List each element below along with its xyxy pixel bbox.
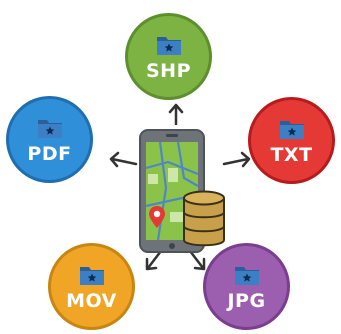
arrow-icon-up [168, 103, 184, 125]
arrow-icon-right [222, 151, 251, 168]
shp-format-bubble: SHP [125, 13, 212, 100]
mov-format-bubble: MOV [48, 243, 135, 330]
folder-star-icon [37, 119, 62, 138]
folder-star-icon [279, 120, 304, 139]
database-icon [183, 190, 225, 247]
arrow-icon-down-left [145, 249, 163, 271]
mov-label: MOV [66, 289, 117, 312]
smartphone-map-icon [138, 128, 230, 254]
folder-star-icon [79, 266, 104, 285]
arrow-icon-left [109, 151, 138, 168]
pdf-format-bubble: PDF [6, 96, 93, 183]
pdf-label: PDF [27, 142, 72, 165]
arrow-icon-down-right [188, 249, 206, 271]
jpg-format-bubble: JPG [203, 243, 290, 330]
txt-label: TXT [270, 143, 313, 166]
jpg-label: JPG [227, 289, 266, 312]
map-pin-icon [149, 206, 165, 228]
txt-format-bubble: TXT [248, 97, 335, 184]
folder-star-icon [156, 36, 181, 55]
shp-label: SHP [145, 59, 191, 82]
folder-star-icon [234, 266, 259, 285]
